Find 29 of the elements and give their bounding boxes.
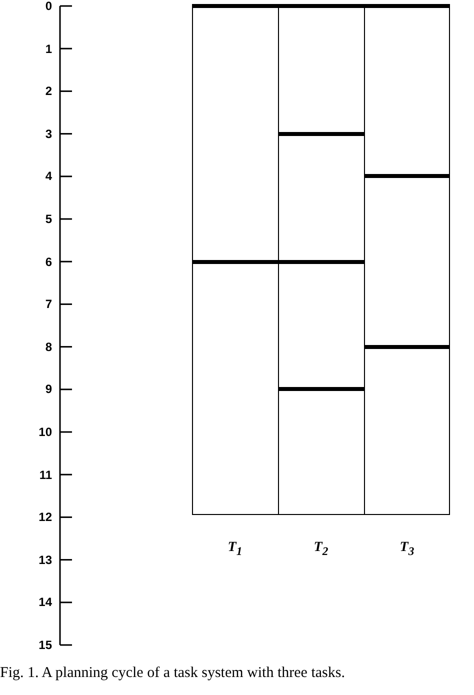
tick-label: 4	[44, 169, 52, 184]
bar-segment	[278, 260, 364, 388]
bar-segment	[278, 387, 364, 516]
bar-segment	[364, 344, 450, 516]
tick-label: 6	[44, 254, 52, 269]
tick-label: 2	[44, 84, 52, 98]
tick-label: 9	[44, 382, 52, 396]
figure-caption: Fig. 1. A planning cycle of a task system with three tasks.	[0, 664, 346, 682]
task-label: T$_{1}$	[226, 540, 244, 560]
tick-label: 5	[44, 212, 52, 226]
tick-label: 14	[38, 595, 52, 610]
tick-label: 7	[44, 297, 52, 312]
task-label: T$_{2}$	[312, 540, 330, 560]
tick-label: 15	[38, 638, 52, 652]
bar-segment	[278, 132, 364, 260]
tick-label: 8	[44, 340, 52, 354]
tick-label: 10	[38, 425, 52, 439]
tick-label: 3	[44, 126, 52, 141]
bar-segment	[192, 4, 278, 260]
bar-segment	[278, 4, 364, 132]
tick-label: 12	[38, 510, 52, 524]
bar-segment	[192, 260, 278, 516]
bar-segment	[364, 174, 450, 345]
task-label: T$_{3}$	[398, 540, 416, 560]
tick-label: 0	[44, 0, 52, 13]
bar-segment	[364, 4, 450, 174]
tick-label: 13	[38, 552, 52, 567]
tick-label: 1	[44, 42, 52, 56]
tick-label: 11	[38, 468, 52, 482]
